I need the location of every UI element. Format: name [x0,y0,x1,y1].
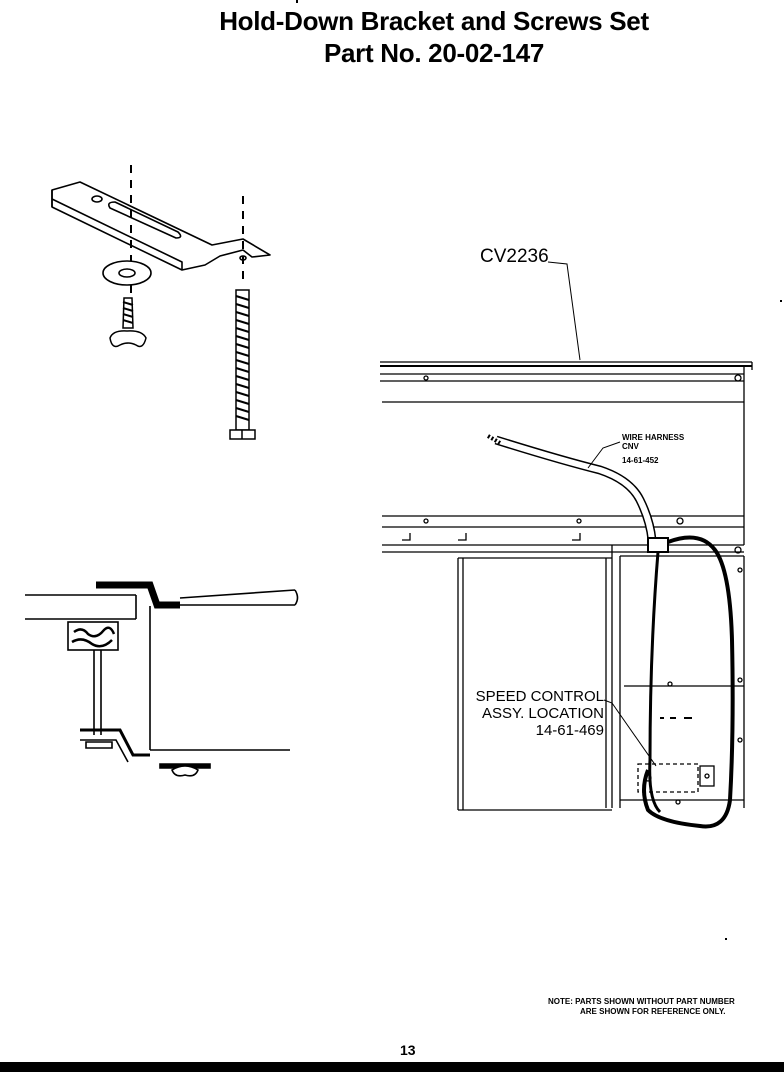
speed-control-line2: ASSY. LOCATION [482,705,604,722]
wire-harness-line1: WIRE HARNESS [622,433,685,442]
leader-lines [547,261,657,767]
reference-note: NOTE: PARTS SHOWN WITHOUT PART NUMBER AR… [548,997,735,1017]
washer [102,260,152,286]
wire-harness-label: WIRE HARNESS CNV [622,433,684,451]
part-number-title: Part No. 20-02-147 [323,38,545,68]
wire-harness-line2: CNV [622,442,639,451]
scan-marks [296,0,782,940]
hold-down-bracket-drawing [51,181,271,271]
speed-control-label: SPEED CONTROL ASSY. LOCATION 14-61-469 [452,688,604,739]
wire-harness-part-number: 14-61-452 [622,456,659,465]
speed-control-line1: SPEED CONTROL [475,688,604,705]
long-screw [229,289,256,440]
page-number: 13 [400,1042,416,1058]
installed-section-drawing [25,581,299,777]
wire-harness-drawing [486,434,735,829]
speed-control-part-number: 14-61-469 [535,722,604,739]
model-label: CV2236 [480,246,549,267]
note-line2: ARE SHOWN FOR REFERENCE ONLY. [580,1007,726,1016]
thumb-screw [109,297,147,348]
bottom-border [0,1062,784,1072]
note-line1: NOTE: PARTS SHOWN WITHOUT PART NUMBER [548,997,735,1006]
unit-front-drawing [380,361,753,811]
page-title: Hold-Down Bracket and Screws Set [219,6,649,36]
